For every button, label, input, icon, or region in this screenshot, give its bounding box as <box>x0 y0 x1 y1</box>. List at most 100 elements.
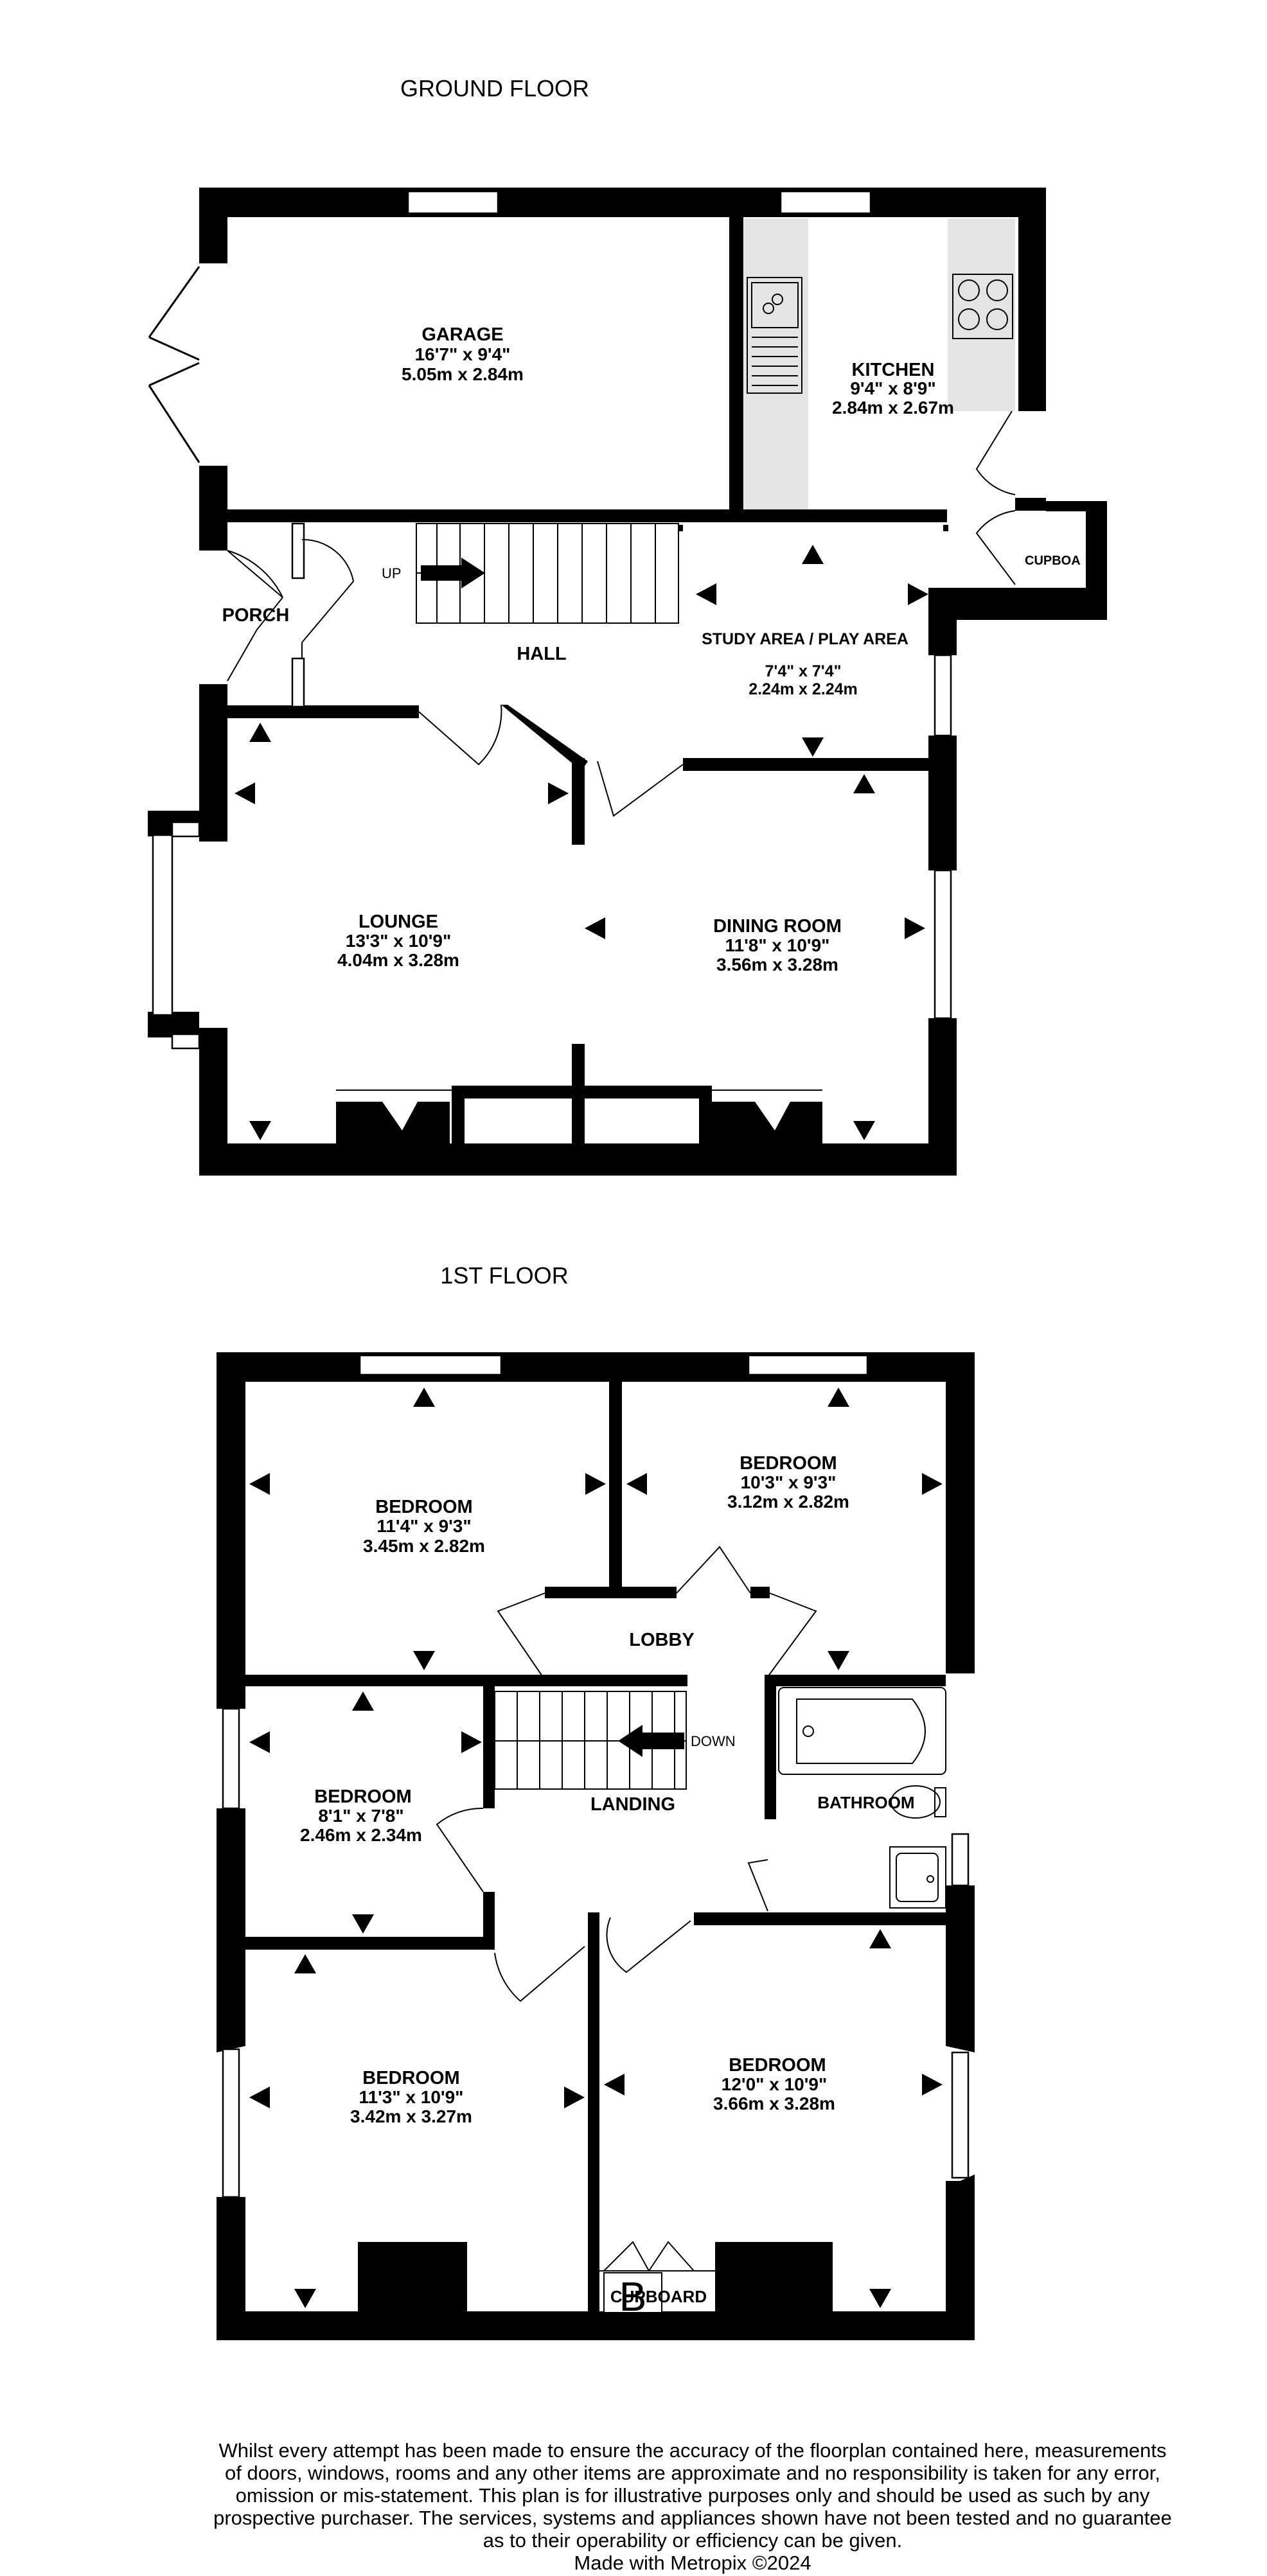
boiler-icon: B <box>619 2273 647 2320</box>
chimney-breast-right <box>699 1086 712 1147</box>
garage-doors <box>148 266 200 463</box>
bed-se-metric: 3.66m x 3.28m <box>713 2094 835 2113</box>
first-floor-dimension-arrows <box>249 1388 943 2308</box>
cupboard-wall-a <box>1015 498 1046 511</box>
study-metric: 2.24m x 2.24m <box>749 680 858 698</box>
first-floor-title: 1ST FLOOR <box>440 1262 568 1289</box>
garage-imperial: 16'7" x 9'4" <box>415 344 511 364</box>
boiler-box <box>603 2272 662 2313</box>
porch-side-window-bottom <box>291 657 305 708</box>
study-label: STUDY AREA / PLAY AREA <box>702 630 908 648</box>
lounge-west-wall-upper <box>199 684 227 842</box>
kitchen-imperial: 9'4" x 8'9" <box>850 378 935 398</box>
ff-east-wall-mid <box>946 1885 975 2043</box>
bed-se-label: BEDROOM <box>729 2055 826 2076</box>
dining-window <box>934 869 952 1019</box>
porch-south-wall <box>227 705 419 718</box>
hob-icon <box>952 274 1013 339</box>
bed-sw-metric: 3.42m x 3.27m <box>350 2106 472 2126</box>
bay-bottom <box>148 1012 199 1037</box>
bed-sw-imperial: 11'3" x 10'9" <box>359 2087 464 2107</box>
ff-west-wall-chamfer-a <box>217 2020 245 2052</box>
bed-se-chimney <box>715 2242 833 2313</box>
bath-icon <box>778 1687 946 1775</box>
ground-dimension-arrows <box>235 545 928 1140</box>
bed-ne-label: BEDROOM <box>740 1453 837 1474</box>
lobby-north-wall <box>545 1587 677 1598</box>
kitchen-window <box>779 190 872 215</box>
garage-metric: 5.05m x 2.84m <box>402 364 524 384</box>
bay-side-window-bottom <box>171 1033 200 1050</box>
study-imperial: 7'4" x 7'4" <box>765 662 841 680</box>
kitchen-label: KITCHEN <box>852 360 935 380</box>
bathroom-north-wall <box>765 1675 946 1686</box>
bed-nw-metric: 3.45m x 2.82m <box>363 1536 485 1556</box>
bed-se-window <box>951 2051 970 2179</box>
hall-angled-wall <box>501 705 588 771</box>
ground-stairs <box>416 523 679 624</box>
ff-west-wall-mid <box>217 1808 245 2020</box>
garage-kitchen-partition <box>729 215 743 511</box>
dining-north-wall <box>683 758 934 771</box>
landing-north-wall <box>245 1675 687 1686</box>
lounge-label: LOUNGE <box>359 912 438 932</box>
first-floor-stairs <box>494 1691 687 1790</box>
bathroom-west-wall <box>765 1675 776 1819</box>
porch-door-swing <box>227 550 283 598</box>
dining-door-swing <box>597 761 684 817</box>
bed-sw-window <box>222 2048 240 2198</box>
ff-west-wall-chamfer-b <box>217 2197 245 2216</box>
chimney-breast-left <box>452 1086 465 1147</box>
kitchen-metric: 2.84m x 2.67m <box>832 398 954 418</box>
metropix-credit: Made with Metropix ©2024 <box>574 2552 811 2574</box>
bed-w-imperial: 8'1" x 7'8" <box>318 1806 403 1826</box>
cupboard-door-swing <box>603 2241 695 2272</box>
lounge-imperial: 13'3" x 10'9" <box>346 931 451 951</box>
cupboard-south-wall <box>928 588 1107 620</box>
bed-sw-door-swing <box>494 1946 585 2002</box>
bathroom-door-swing <box>747 1859 768 1912</box>
study-east-wall-upper <box>928 588 957 655</box>
stairs-down-arrow-icon <box>618 1725 684 1757</box>
ff-east-wall-upper <box>946 1352 975 1673</box>
disclaimer-line: as to their operability or efficiency ca… <box>483 2529 903 2552</box>
garage-window <box>407 190 499 215</box>
stairs-down-label: DOWN <box>691 1733 736 1749</box>
porch-label: PORCH <box>222 605 290 626</box>
disclaimer: Whilst every attempt has been made to en… <box>213 2439 1172 2574</box>
bed-w-window <box>222 1707 240 1810</box>
garage-west-wall-upper <box>199 188 227 263</box>
bed-nw-imperial: 11'4" x 9'3" <box>377 1516 471 1536</box>
hall-label: HALL <box>517 644 566 664</box>
bed-se-door-swing <box>606 1917 691 1973</box>
garage-west-wall-lower <box>199 466 227 551</box>
landing-label: LANDING <box>590 1794 675 1815</box>
dining-fireplace-left <box>710 1102 784 1143</box>
disclaimer-line: omission or mis-statement. This plan is … <box>236 2484 1150 2507</box>
kitchen-worktop-right <box>948 218 1015 411</box>
lounge-fireplace-right <box>395 1102 450 1143</box>
kitchen-worktop-left <box>744 218 808 511</box>
lobby-west-door-swing <box>497 1592 545 1681</box>
bed-ne-window <box>747 1354 869 1376</box>
lounge-fireplace-left <box>336 1102 411 1143</box>
disclaimer-line: Whilst every attempt has been made to en… <box>218 2439 1166 2462</box>
dining-room-imperial: 11'8" x 10'9" <box>725 935 830 955</box>
bedroom-partition-north <box>609 1380 622 1592</box>
bed-sw-chimney <box>358 2242 467 2313</box>
dining-room-metric: 3.56m x 3.28m <box>716 955 838 975</box>
bed-w-label: BEDROOM <box>314 1786 411 1807</box>
lobby-east-door-swing <box>767 1592 817 1677</box>
bed-se-imperial: 12'0" x 10'9" <box>722 2074 827 2094</box>
first-floor-plan: DOWN B CUPBOARD <box>217 1352 975 2340</box>
stairs-up-label: UP <box>382 565 402 581</box>
lobby-door-swing <box>676 1546 751 1594</box>
kitchen-east-wall <box>1018 188 1046 411</box>
bed-se-north-wall <box>694 1912 946 1925</box>
bay-side-window-top <box>171 821 200 838</box>
basin-icon <box>889 1846 946 1909</box>
dining-room-label: DINING ROOM <box>713 916 842 937</box>
toilet-icon <box>890 1785 946 1819</box>
bed-w-metric: 2.46m x 2.34m <box>300 1825 422 1845</box>
cupboard-door-swing <box>975 510 1016 585</box>
